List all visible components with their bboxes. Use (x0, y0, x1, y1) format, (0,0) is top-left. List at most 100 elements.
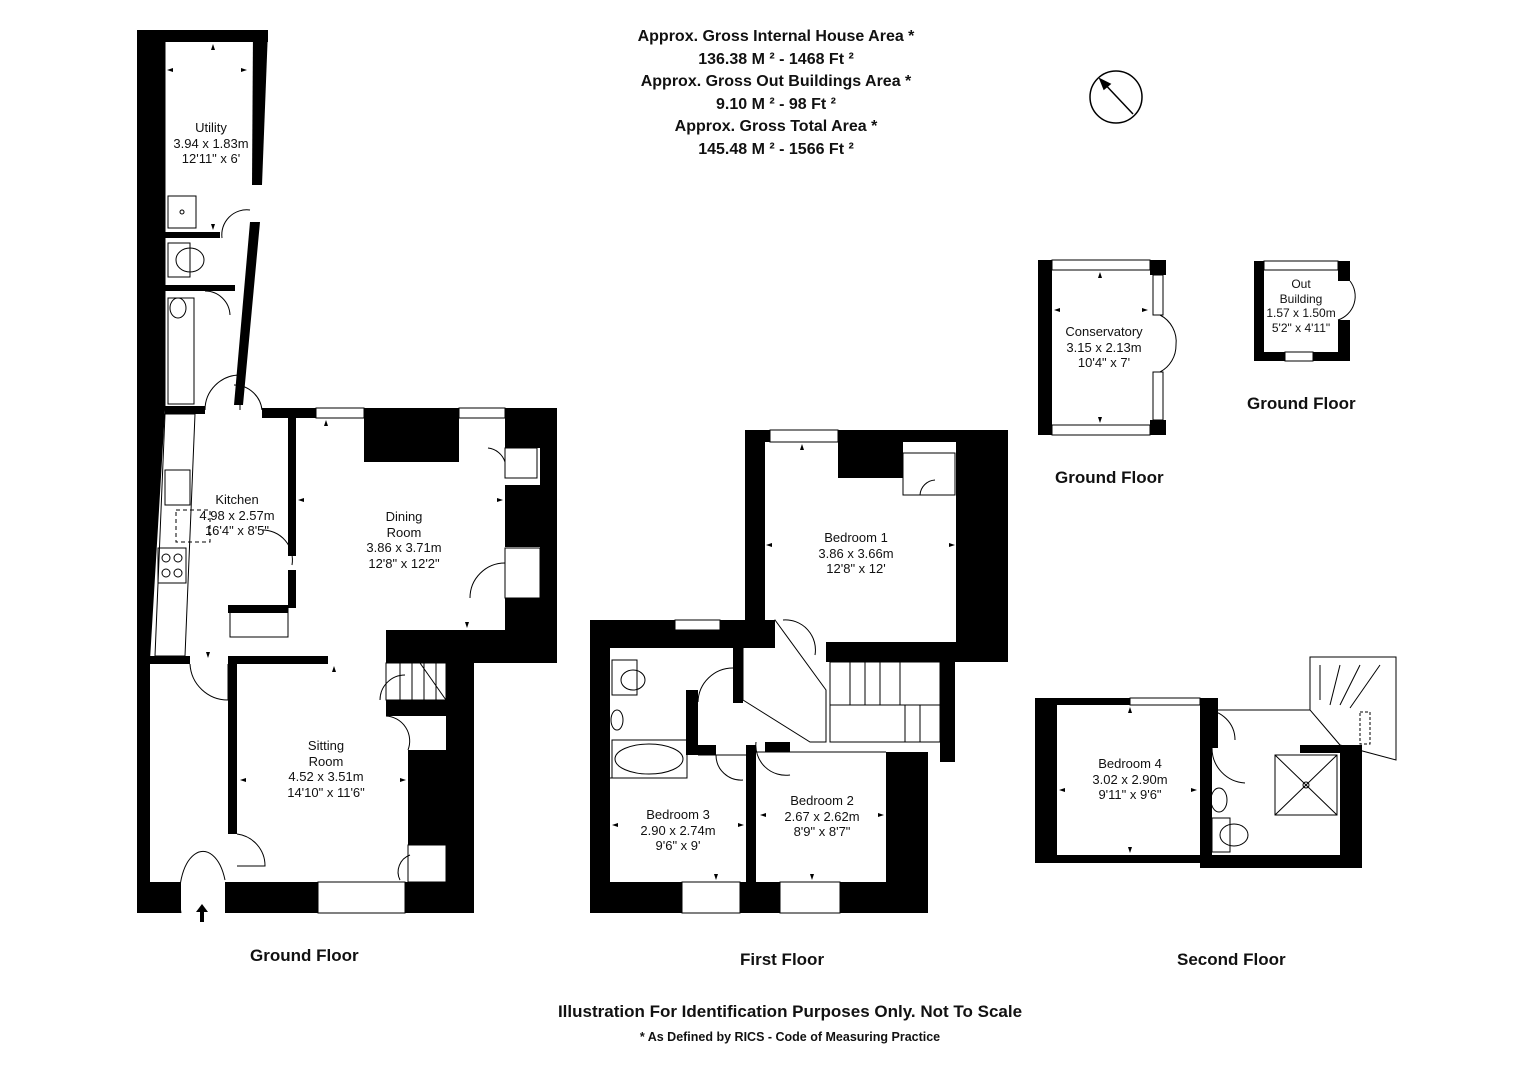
door-swing-icon (1159, 314, 1177, 346)
wall (137, 30, 165, 912)
room-metric: 4.98 x 2.57m (199, 507, 275, 523)
wall (1338, 261, 1350, 281)
wall (1200, 748, 1212, 868)
sink-icon (164, 469, 191, 506)
wall (1200, 855, 1362, 868)
wall (696, 745, 716, 755)
room-name: Bedroom 4 (1098, 756, 1162, 771)
wall (1035, 855, 1205, 863)
wall (686, 690, 698, 755)
door-swing-icon (1211, 747, 1246, 784)
header-area-block: Approx. Gross Internal House Area * 136.… (576, 26, 976, 161)
room-metric: 3.15 x 2.13m (1066, 339, 1142, 355)
total-area-value: 145.48 M ² - 1566 Ft ² (698, 140, 854, 158)
sink-icon (167, 195, 197, 229)
floor-label-conservatory: Ground Floor (1055, 468, 1164, 487)
room-bedroom3: Bedroom 3 2.90 x 2.74m 9'6" x 9' (640, 807, 715, 854)
room-dining: Dining Room 3.86 x 3.71m 12'8" x 12'2" (366, 509, 441, 571)
door-swing-icon (236, 833, 266, 867)
wall (746, 745, 756, 913)
room-name-line2: Building (1279, 291, 1323, 306)
wall (228, 656, 328, 664)
wall (1300, 745, 1340, 753)
window-icon (315, 407, 365, 419)
door-swing-icon (189, 663, 229, 701)
door-swing-icon (261, 529, 293, 566)
wall (1150, 260, 1166, 275)
compass-icon (1089, 70, 1143, 124)
room-name: Conservatory (1065, 324, 1143, 339)
wall (165, 285, 235, 291)
room-name-line2: Room (308, 753, 344, 769)
floor-label-outbuilding: Ground Floor (1247, 394, 1356, 413)
wall (228, 605, 288, 613)
room-name: Out (1291, 277, 1311, 291)
window-icon (1051, 424, 1151, 436)
window-icon (1263, 260, 1339, 271)
wall (408, 750, 448, 845)
wall (740, 882, 780, 913)
wall (386, 700, 446, 716)
wall (505, 485, 540, 547)
house-area-label: Approx. Gross Internal House Area * (637, 28, 915, 45)
door-swing-icon (1159, 344, 1177, 373)
room-name: Bedroom 1 (824, 530, 888, 545)
wall (165, 406, 205, 414)
wall (150, 656, 190, 664)
room-metric: 2.67 x 2.62m (784, 808, 860, 824)
floor-label-second: Second Floor (1177, 950, 1286, 969)
room-imperial: 12'11" x 6' (181, 151, 241, 166)
wall (405, 882, 474, 913)
door-swing-icon (385, 715, 411, 751)
floor-label-ground: Ground Floor (250, 946, 359, 965)
door-swing-icon (782, 619, 816, 656)
wall (940, 662, 955, 762)
door-swing-icon (469, 562, 506, 599)
room-metric: 3.94 x 1.83m (173, 135, 249, 151)
room-name: Bedroom 2 (790, 793, 854, 808)
window-icon (1284, 351, 1314, 362)
room-kitchen: Kitchen 4.98 x 2.57m 16'4" x 8'5" (199, 492, 274, 539)
door-swing-icon (1337, 280, 1356, 321)
stairs-icon (385, 662, 447, 701)
room-name: Sitting (307, 738, 345, 753)
wall (840, 882, 928, 913)
room-metric: 3.86 x 3.66m (818, 545, 894, 561)
window-icon (674, 619, 721, 631)
room-imperial: 5'2" x 4'11" (1271, 320, 1331, 335)
wall (745, 430, 765, 620)
wall (225, 882, 320, 913)
wall (1338, 320, 1350, 361)
room-imperial: 12'8" x 12' (826, 561, 886, 576)
room-imperial: 9'6" x 9' (655, 838, 701, 853)
rics-note: * As Defined by RICS - Code of Measuring… (639, 1030, 941, 1044)
wall (733, 648, 743, 703)
door-swing-icon (204, 290, 231, 316)
house-area-value: 136.38 M ² - 1468 Ft ² (698, 50, 854, 68)
window-icon (779, 881, 841, 914)
room-metric: 2.90 x 2.74m (640, 822, 716, 838)
room-imperial: 10'4" x 7' (1077, 355, 1131, 370)
window-icon (769, 429, 839, 443)
door-swing-icon (221, 209, 251, 239)
room-name: Dining (385, 509, 423, 524)
shower-icon (1274, 754, 1338, 816)
wall (446, 663, 474, 913)
room-metric: 4.52 x 3.51m (288, 769, 364, 784)
wall (956, 430, 1008, 655)
room-name: Utility (195, 120, 227, 135)
wall (540, 408, 557, 663)
toilet-icon (167, 242, 191, 278)
wall (386, 630, 557, 663)
wall (590, 620, 610, 913)
wall (765, 742, 790, 752)
wall (262, 408, 557, 418)
hob-icon (157, 547, 187, 584)
door-swing-icon (379, 674, 406, 701)
window-icon (1051, 259, 1151, 271)
room-name: Kitchen (215, 492, 259, 507)
wall (1035, 698, 1057, 863)
room-imperial: 12'8" x 12'2" (368, 555, 440, 571)
window-icon (1152, 274, 1164, 316)
wall (838, 442, 903, 478)
